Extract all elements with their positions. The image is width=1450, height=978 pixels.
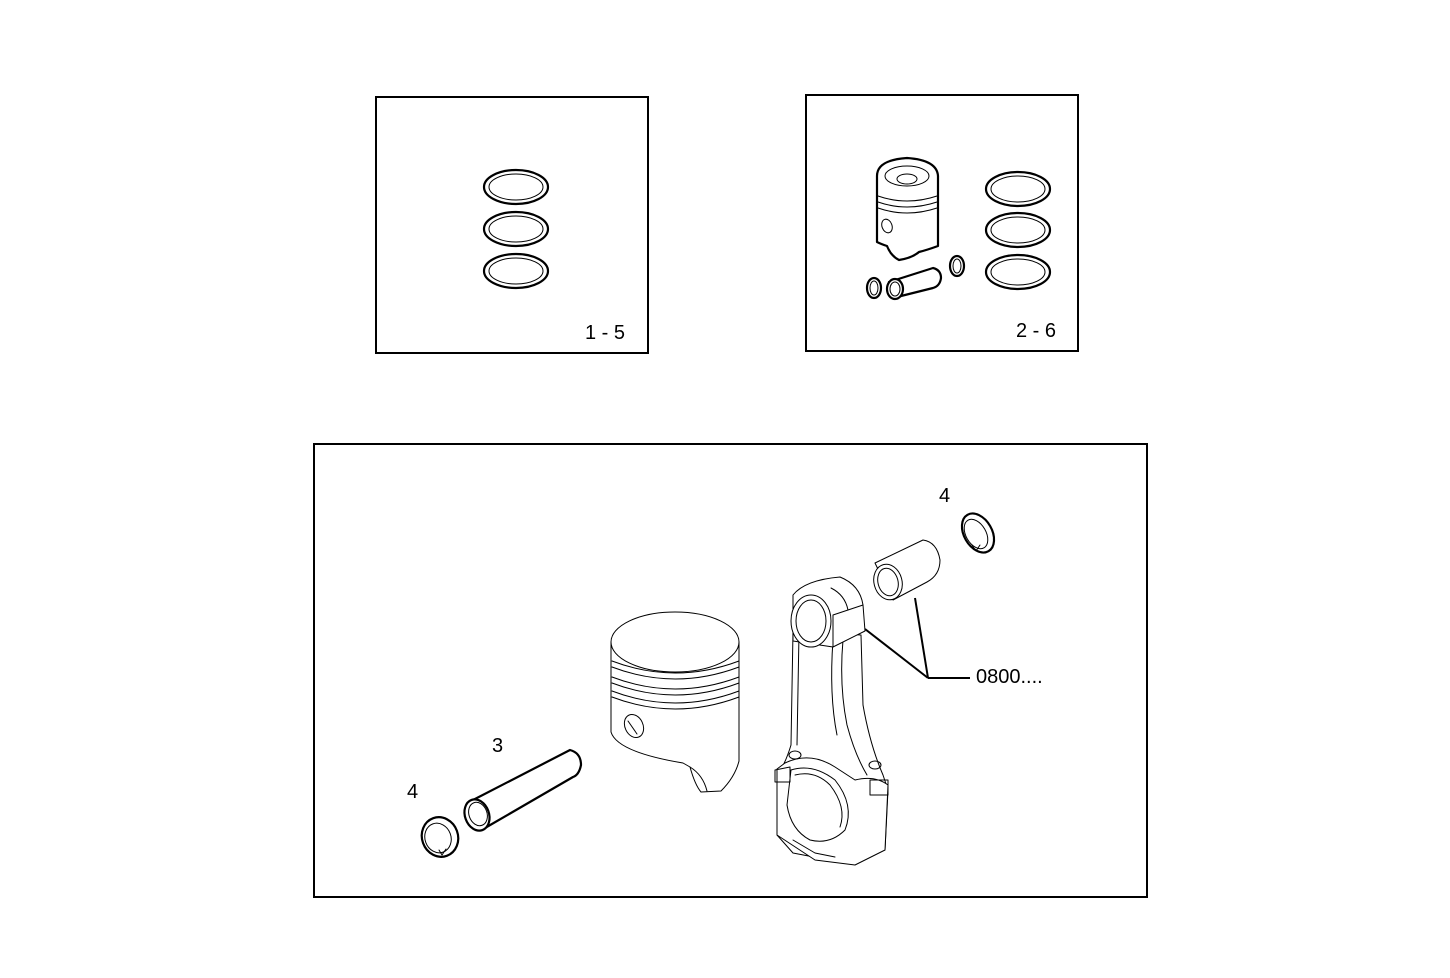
piston-icon: [875, 156, 940, 262]
panel-ring-kit: 1 - 5: [375, 96, 649, 354]
piston-icon: [610, 611, 740, 793]
piston-pin-icon: [885, 266, 943, 301]
panel-piston-kit: 2 - 6: [805, 94, 1079, 352]
panel-main-assembly: 4 3 4 0800....: [313, 443, 1148, 898]
piston-ring-icon: [984, 170, 1052, 208]
connecting-rod-icon: [774, 576, 889, 866]
bushing-icon: [873, 539, 941, 601]
callout-label-4-left: 4: [407, 781, 419, 803]
piston-ring-icon: [984, 211, 1052, 249]
leader-lines: [864, 597, 970, 679]
callout-label-4-right: 4: [939, 485, 951, 507]
kit-label-1-5: 1 - 5: [585, 322, 626, 344]
snap-ring-icon: [865, 276, 883, 300]
kit-label-2-6: 2 - 6: [1016, 320, 1057, 342]
snap-ring-icon: [948, 254, 966, 278]
piston-ring-icon: [482, 210, 550, 248]
snap-ring-icon: [420, 816, 460, 858]
callout-label-3: 3: [492, 735, 504, 757]
piston-ring-icon: [984, 253, 1052, 291]
callout-label-part-number: 0800....: [976, 666, 1043, 688]
piston-pin-icon: [463, 748, 583, 832]
snap-ring-icon: [960, 512, 996, 554]
piston-rings-illustration: [482, 168, 550, 290]
piston-ring-icon: [482, 252, 550, 290]
piston-kit-illustration: [865, 156, 1052, 301]
piston-ring-icon: [482, 168, 550, 206]
assembly-illustration: [420, 512, 996, 866]
